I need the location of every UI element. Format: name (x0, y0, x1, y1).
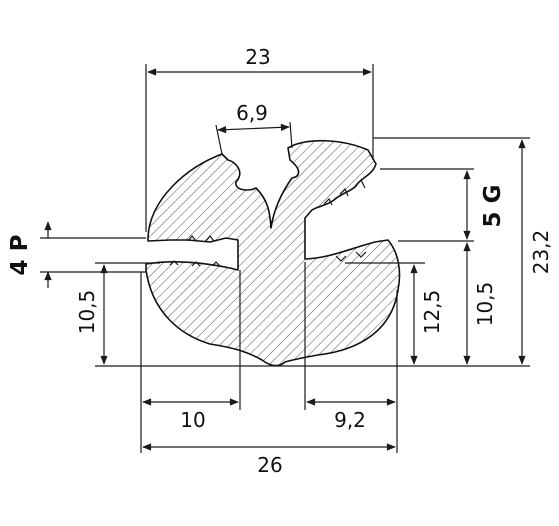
dim-bottom-width: 26 (257, 453, 282, 477)
serration-right-slot (335, 251, 367, 262)
serration-left-slot (169, 235, 221, 267)
dim-total-height: 23,2 (529, 230, 553, 275)
dim-right-height: 10,5 (473, 282, 497, 327)
dim-left-height: 10,5 (75, 290, 99, 335)
dim-top-width: 23 (245, 45, 270, 69)
dim-slot-width: 6,9 (236, 101, 268, 125)
code-4p: 4 P (7, 235, 33, 276)
dim-right-inner-height: 12,5 (420, 290, 444, 335)
serration-top-right (323, 178, 366, 206)
ext-slot-right (289, 121, 293, 149)
dim-left-bottom: 10 (180, 408, 205, 432)
ext-slot-left (215, 124, 223, 155)
code-5g: 5 G (480, 185, 506, 228)
dim-right-bottom: 9,2 (334, 408, 366, 432)
rubber-profile-section (145, 139, 401, 367)
dim-line-6-9 (217, 123, 290, 134)
